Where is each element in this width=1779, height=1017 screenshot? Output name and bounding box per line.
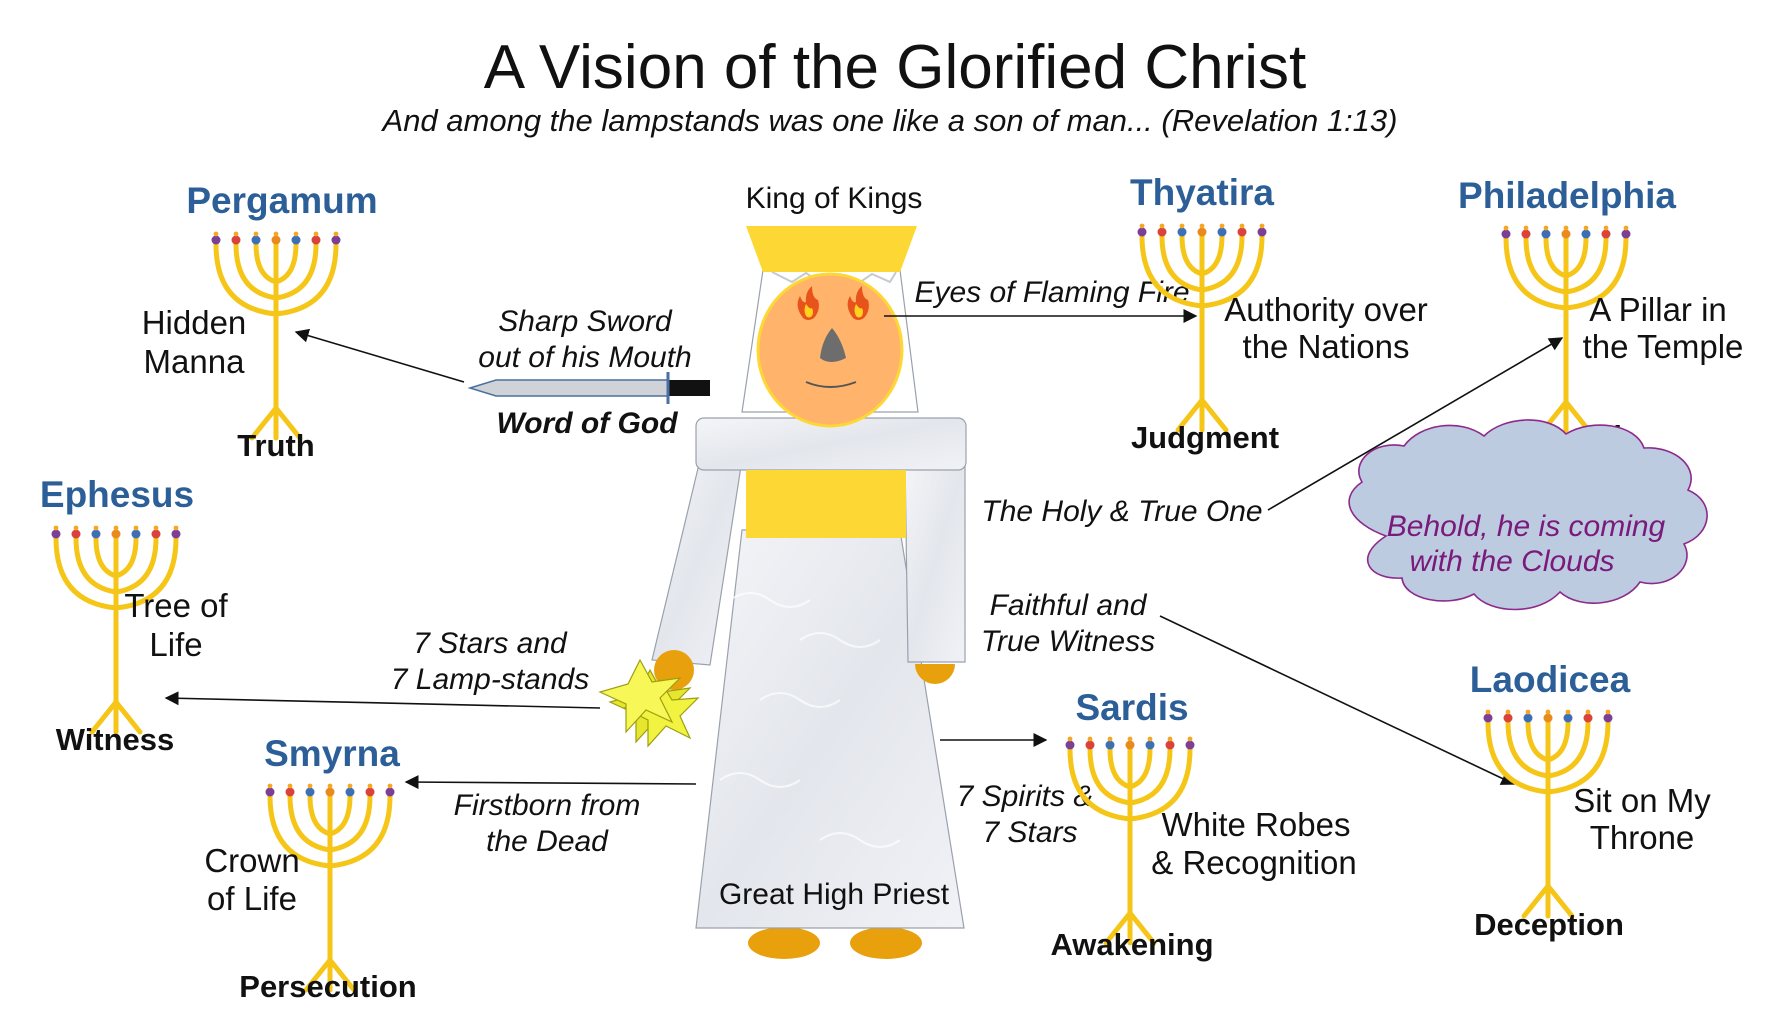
sword-label-line1: Sharp Sword <box>498 305 673 338</box>
promise-line1: Hidden <box>142 304 247 341</box>
church-ephesus: Ephesus Tree of Life Witness <box>40 474 229 757</box>
spirits-label-line1: 7 Spirits & <box>957 780 1094 813</box>
church-sardis: Sardis White Robes & Recognition Awakeni… <box>1050 687 1356 962</box>
church-keyword: Witness <box>56 722 175 757</box>
page-subtitle: And among the lampstands was one like a … <box>381 103 1398 138</box>
arrow-pergamum <box>294 328 465 383</box>
stars-lamps-label-line2: 7 Lamp-stands <box>391 663 589 696</box>
right-hand <box>915 664 955 684</box>
sword-icon <box>467 372 710 404</box>
church-keyword: Persecution <box>239 969 416 1004</box>
promise-line2: Manna <box>144 343 246 380</box>
church-name: Pergamum <box>186 180 377 221</box>
church-name: Sardis <box>1075 687 1188 728</box>
promise-line2: the Nations <box>1243 328 1410 365</box>
arrow-ephesus <box>164 691 601 709</box>
christ-figure <box>651 226 967 959</box>
promise-line1: Sit on My <box>1573 782 1711 819</box>
church-pergamum: Pergamum Hidden Manna Truth <box>142 180 378 463</box>
church-thyatira: Thyatira Authority over the Nations Judg… <box>1130 172 1428 455</box>
mouth <box>805 381 857 388</box>
church-keyword: Deception <box>1474 907 1624 942</box>
promise-line1: White Robes <box>1162 806 1351 843</box>
church-keyword: Awakening <box>1050 927 1213 962</box>
church-keyword: Truth <box>237 428 315 463</box>
nose <box>820 328 846 362</box>
church-philadelphia: Philadelphia A Pillar in the Temple Rewa… <box>1458 175 1743 454</box>
arrow-smyrna <box>404 775 697 790</box>
arrow-philadelphia <box>1267 337 1564 511</box>
church-name: Thyatira <box>1130 172 1274 213</box>
promise-line2: Throne <box>1590 819 1695 856</box>
firstborn-label-line1: Firstborn from <box>454 789 641 822</box>
crown <box>746 226 917 272</box>
church-name: Smyrna <box>264 733 400 774</box>
cloud-text-line2: with the Clouds <box>1409 545 1614 578</box>
promise-line1: A Pillar in <box>1589 291 1727 328</box>
right-foot <box>850 927 922 959</box>
flaming-eyes-icon <box>797 286 869 320</box>
arrow-laodicea <box>1159 615 1516 785</box>
promise-line2: Life <box>149 626 202 663</box>
promise-line1: Crown <box>204 842 299 879</box>
golden-sash <box>746 470 906 538</box>
robe-label: Great High Priest <box>719 878 950 911</box>
firstborn-label-line2: the Dead <box>486 825 609 858</box>
spirits-label-line2: 7 Stars <box>982 816 1077 849</box>
seven-stars-icon <box>598 658 700 748</box>
promise-line1: Tree of <box>124 587 228 624</box>
church-laodicea: Laodicea Sit on My Throne Deception <box>1470 659 1711 942</box>
church-smyrna: Smyrna Crown of Life Persecution <box>204 733 416 1004</box>
cloud-callout: Behold, he is coming with the Clouds <box>1348 419 1708 611</box>
promise-line2: & Recognition <box>1151 844 1356 881</box>
right-sleeve <box>904 459 966 663</box>
promise-line2: of Life <box>207 880 297 917</box>
left-foot <box>748 927 820 959</box>
faithful-label-line1: Faithful and <box>990 589 1148 622</box>
promise-line1: Authority over <box>1224 291 1428 328</box>
promise-line2: the Temple <box>1583 328 1744 365</box>
connector-arrows <box>164 309 1564 790</box>
eyes-label: Eyes of Flaming Fire <box>914 276 1189 309</box>
church-name: Philadelphia <box>1458 175 1676 216</box>
stars-lamps-label-line1: 7 Stars and <box>413 627 568 660</box>
church-keyword: Judgment <box>1131 420 1279 455</box>
church-name: Laodicea <box>1470 659 1631 700</box>
word-of-god-label: Word of God <box>496 407 678 440</box>
cloud-shape <box>1348 419 1708 611</box>
crown-label: King of Kings <box>746 182 923 215</box>
church-name: Ephesus <box>40 474 194 515</box>
faithful-label-line2: True Witness <box>981 625 1155 658</box>
cloud-text-line1: Behold, he is coming <box>1387 510 1666 543</box>
holy-true-label: The Holy & True One <box>981 495 1262 528</box>
sword-label-line2: out of his Mouth <box>478 341 691 374</box>
left-sleeve <box>651 459 743 666</box>
page-title: A Vision of the Glorified Christ <box>484 33 1306 102</box>
